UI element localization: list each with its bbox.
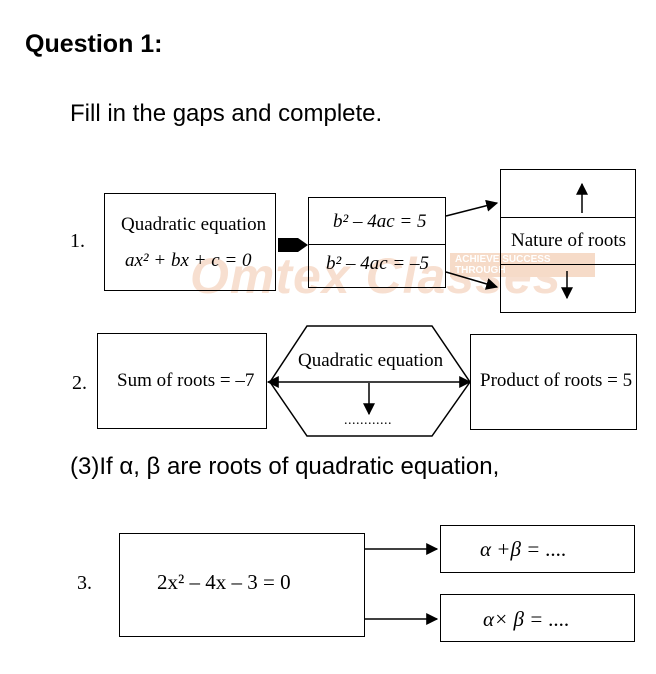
q1-disc-top: b² – 4ac = 5 [333,211,427,232]
q3-number: 3. [77,572,92,594]
q3-equation: 2x² – 4x – 3 = 0 [157,570,291,594]
q3-product-blank: α× β = .... [483,607,570,631]
q1-arrow-up [445,199,499,217]
q1-number: 1. [70,230,85,252]
q2-product-label: Product of roots = 5 [480,370,633,391]
q1-quadratic-box [104,193,276,291]
q1-box-line1: Quadratic equation [121,214,267,235]
instruction-text: Fill in the gaps and complete. [70,100,383,127]
q1-discriminant-box [308,197,446,288]
question-heading: Question 1: [25,30,163,58]
q2-product-box [470,334,637,430]
q3-sum-blank: α +β = .... [480,537,567,561]
condition-text: (3)If α, β are roots of quadratic equati… [70,453,500,480]
q2-sum-label: Sum of roots = –7 [117,370,255,391]
q1-disc-bottom: b² – 4ac = –5 [326,253,429,274]
q1-thick-arrow [278,238,308,252]
q1-discriminant-divider [308,244,446,245]
q2-sum-box [97,333,267,429]
q3-sum-box [440,525,635,573]
q1-nature-middle-band [500,217,636,265]
q2-number: 2. [72,372,87,394]
q1-box-line2: ax² + bx + c = 0 [125,250,252,271]
q2-dots: ............ [344,413,392,428]
q3-product-box [440,594,635,642]
q2-center-label: Quadratic equation [298,350,444,371]
q3-equation-box [119,533,365,637]
q1-nature-label: Nature of roots [511,230,627,251]
q1-arrow-down [445,271,499,290]
